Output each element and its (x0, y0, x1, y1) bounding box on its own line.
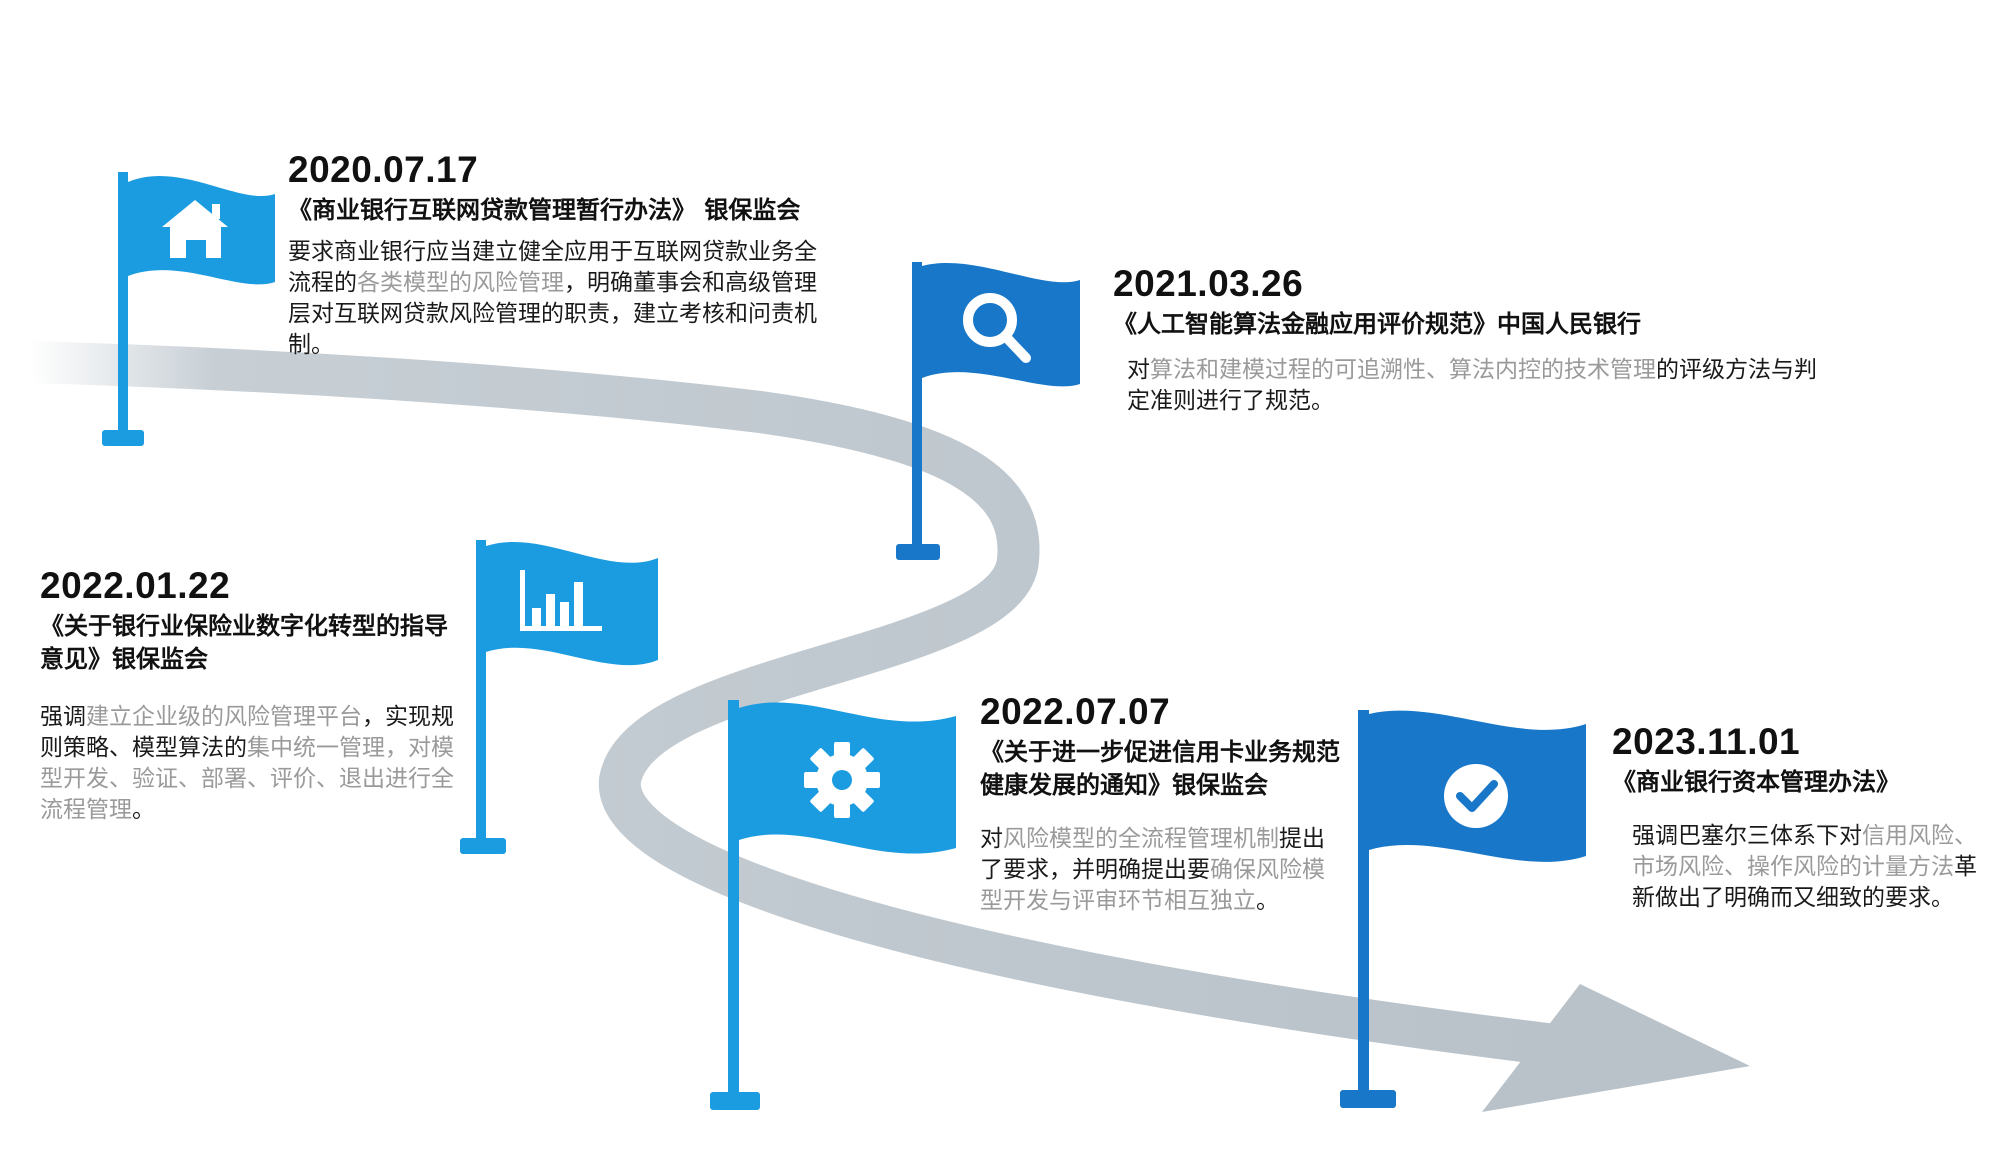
check-circle-icon (1444, 764, 1508, 828)
flag-base (102, 430, 144, 446)
milestone-title: 《关于进一步促进信用卡业务规范健康发展的通知》银保监会 (980, 738, 1340, 799)
desc-text: 的评级方法与判定准则进行了规范。 (1127, 357, 1817, 414)
desc-text: 。 (132, 797, 155, 823)
milestone-title: 《人工智能算法金融应用评价规范》中国人民银行 (1113, 310, 1641, 338)
milestone-title: 《关于银行业保险业数字化转型的指导意见》银保监会 (40, 612, 448, 673)
flag-base (1340, 1090, 1396, 1108)
flag-pole (912, 262, 922, 544)
desc-text: ，明确董事会和高级管理层对互联网贷款风险管理的职责，建立考核和问责机制。 (288, 270, 817, 358)
desc-text: 。 (1256, 888, 1279, 914)
flag-cloth (486, 542, 658, 666)
road-arrowhead (1482, 984, 1750, 1112)
highlight-text: 建立企业级的风险管理平台 (86, 704, 362, 730)
gear-icon (804, 742, 880, 818)
house-icon (162, 200, 228, 258)
desc-text: 对 (1127, 357, 1150, 383)
milestone-5: 2023.11.01 《商业银行资本管理办法》 强调巴塞尔三体系下对信用风险、市… (1612, 720, 1982, 914)
milestone-title: 《商业银行互联网贷款管理暂行办法》 银保监会 (288, 196, 801, 224)
flag-4 (710, 700, 956, 1110)
desc-text: 要求商业银行应当建立健全应用于互联网贷款业务全流程的 (288, 239, 817, 296)
search-icon (963, 293, 1031, 363)
highlight-text: 确保风险模型开发与评审环节相互独立 (980, 857, 1325, 914)
desc-text: 提出了要求，并明确提出要 (980, 826, 1325, 883)
highlight-text: 信用风险、市场风险、操作风险的计量方法 (1632, 823, 1977, 880)
milestone-1: 2020.07.17 《商业银行互联网贷款管理暂行办法》 银保监会 要求商业银行… (288, 148, 888, 361)
bar-chart-icon (520, 570, 602, 631)
flag-5 (1340, 710, 1586, 1108)
flag-3 (460, 540, 658, 854)
flag-base (710, 1092, 760, 1110)
milestone-desc: 强调巴塞尔三体系下对信用风险、市场风险、操作风险的计量方法革新做出了明确而又细致… (1632, 821, 1982, 914)
flag-pole (1358, 710, 1369, 1090)
milestone-desc: 对算法和建模过程的可追溯性、算法内控的技术管理的评级方法与判定准则进行了规范。 (1127, 355, 1817, 417)
highlight-text: 集中统一管理，对模型开发、验证、部署、评价、退出进行全流程管理 (40, 735, 454, 823)
milestone-4: 2022.07.07 《关于进一步促进信用卡业务规范健康发展的通知》银保监会 对… (980, 690, 1360, 917)
milestone-2: 2021.03.26 《人工智能算法金融应用评价规范》中国人民银行 对算法和建模… (1113, 262, 1817, 417)
highlight-text: 各类模型的风险管理 (357, 270, 564, 296)
milestone-title: 《商业银行资本管理办法》 (1612, 768, 1900, 796)
desc-text: ，实现规则策略、模型算法的 (40, 704, 454, 761)
milestone-3: 2022.01.22 《关于银行业保险业数字化转型的指导意见》银保监会 强调建立… (40, 564, 470, 826)
highlight-text: 算法和建模过程的可追溯性、算法内控的技术管理 (1150, 357, 1656, 383)
milestone-date: 2021.03.26 (1113, 263, 1304, 304)
milestone-date: 2022.01.22 (40, 565, 231, 606)
flag-cloth (922, 262, 1080, 387)
milestone-date: 2022.07.07 (980, 691, 1171, 732)
flag-1 (102, 172, 275, 446)
milestone-desc: 强调建立企业级的风险管理平台，实现规则策略、模型算法的集中统一管理，对模型开发、… (40, 702, 470, 826)
milestone-date: 2020.07.17 (288, 149, 479, 190)
milestone-desc: 要求商业银行应当建立健全应用于互联网贷款业务全流程的各类模型的风险管理，明确董事… (288, 237, 828, 361)
milestone-date: 2023.11.01 (1612, 721, 1801, 762)
desc-text: 强调 (40, 704, 86, 730)
flag-2 (896, 262, 1080, 560)
flag-pole (118, 172, 128, 430)
flag-base (896, 544, 940, 560)
winding-road (29, 341, 1558, 1066)
highlight-text: 风险模型的全流程管理机制 (1003, 826, 1279, 852)
flag-pole (476, 540, 486, 838)
flag-base (460, 838, 506, 854)
flag-pole (728, 700, 739, 1092)
desc-text: 革新做出了明确而又细致的要求。 (1632, 854, 1977, 911)
desc-text: 对 (980, 826, 1003, 852)
desc-text: 强调巴塞尔三体系下对 (1632, 823, 1862, 849)
milestone-desc: 对风险模型的全流程管理机制提出了要求，并明确提出要确保风险模型开发与评审环节相互… (980, 824, 1330, 917)
